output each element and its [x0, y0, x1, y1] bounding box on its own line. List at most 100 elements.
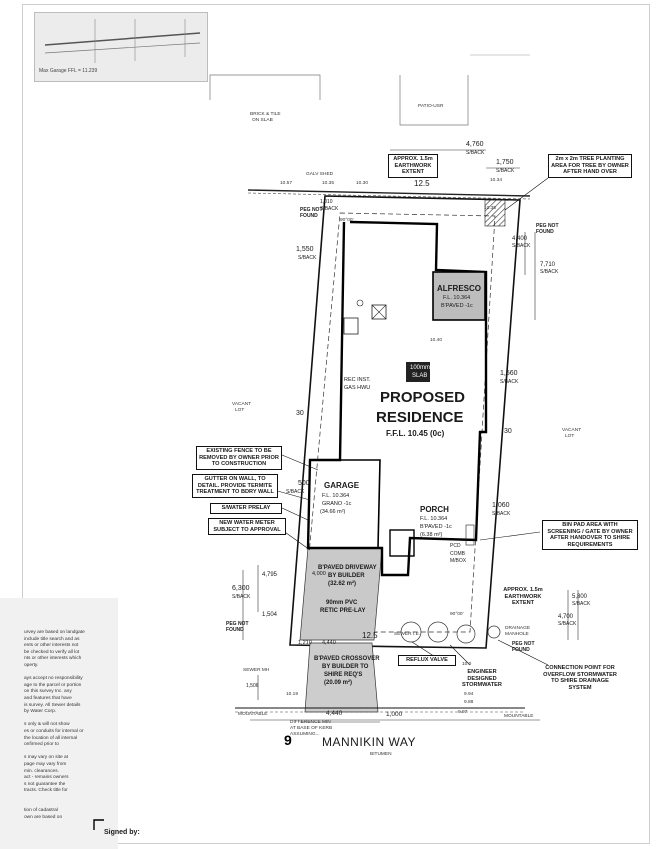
- callout-connection: CONNECTION POINT FOR OVERFLOW STORMWATER…: [543, 665, 617, 691]
- peg-top-right-1: PEG NOT: [536, 223, 559, 229]
- note-line: s only & will not show: [24, 722, 70, 728]
- dim-1000: 1,000: [386, 711, 403, 718]
- left-dim-30: 30: [296, 410, 304, 417]
- pcd-label: PCD: [450, 543, 461, 549]
- dim-4400-sb: S/BACK: [512, 243, 531, 249]
- note-line: s may vary on site at: [24, 755, 68, 761]
- inset-drawing: [44, 19, 201, 63]
- garage-finish: GRANO -1c: [322, 501, 352, 507]
- note-line: be checked to verify all lot: [24, 649, 80, 655]
- note-line: ays accept no responsibility: [24, 676, 83, 682]
- vacant-right-1: VACANT: [562, 428, 582, 433]
- dim-4700-sb: S/BACK: [558, 621, 577, 627]
- dim-4440-top: 4,440: [322, 640, 336, 646]
- peg-top-left-2: FOUND: [300, 213, 318, 219]
- drainage-mh-1: DRAINAGE: [505, 626, 531, 631]
- drainage-manhole-icon: [487, 625, 501, 639]
- alfresco-name: ALFRESCO: [437, 284, 481, 293]
- slab-label-2: SLAB: [412, 373, 428, 379]
- setback-1560-sb: S/BACK: [500, 379, 519, 385]
- peg-bottom-left-1: PEG NOT: [226, 621, 249, 627]
- neighbour-outline-right: [399, 75, 469, 126]
- galv-shed-label: GALV SHED: [306, 172, 334, 177]
- level-10-19: 10.19: [286, 692, 299, 697]
- note-line: tracts. Check title for: [24, 788, 68, 794]
- alfresco-finish: B'PAVED -1c: [441, 303, 473, 309]
- peg-top-right-2: FOUND: [536, 229, 554, 235]
- retic-1: 90mm PVC: [326, 600, 358, 606]
- level-10-34: 10.34: [490, 178, 503, 183]
- scan-frame: [22, 4, 650, 844]
- note-line: own are based on: [24, 814, 63, 820]
- brick-tile-label-1: BRICK & TILE: [250, 112, 281, 117]
- dim-5800-sb: S/BACK: [572, 601, 591, 607]
- porch-fl: F.L. 10.364: [420, 516, 448, 522]
- patio-label: PATIO-USR: [418, 104, 444, 109]
- level-9-88: 9.88: [464, 700, 474, 705]
- inset-detail: Max Garage FFL = 11.239: [34, 12, 208, 82]
- dim-4700: 4,700: [558, 614, 574, 620]
- level-10-35: 10.35: [322, 181, 335, 186]
- level-10-40: 10.40: [430, 338, 443, 343]
- rec-inst-1: REC INST.: [344, 377, 371, 383]
- alfresco-fl: F.L. 10.364: [443, 295, 471, 301]
- level-10-30: 10.30: [356, 181, 369, 186]
- level-10-57: 10.57: [280, 181, 293, 186]
- level-10-35b: 10.35: [484, 206, 497, 211]
- porch-finish: B'PAVED -1c: [420, 524, 452, 530]
- setback-1060-sb: S/BACK: [492, 511, 511, 517]
- mountable-right: MOUNTABLE: [504, 714, 534, 719]
- setback-500-sb: S/BACK: [286, 489, 305, 495]
- peg-bottom-right-2: FOUND: [512, 647, 530, 653]
- setback-line: [301, 212, 496, 633]
- level-9-97: 9.97: [458, 710, 468, 715]
- dim-6300-sb: S/BACK: [232, 594, 251, 600]
- dim-7710: 7,710: [540, 262, 556, 268]
- slab-label-1: 100mm: [410, 365, 431, 371]
- peg-bottom-left-2: FOUND: [226, 627, 244, 633]
- dim-1210: 1,210: [298, 640, 312, 646]
- angle-90: 90°00': [340, 218, 354, 223]
- porch-name: PORCH: [420, 505, 449, 514]
- drainage-mh-2: MANHOLE: [505, 632, 529, 637]
- mountable-left: MOUNTABLE: [238, 712, 268, 717]
- note-line: es or conduits for internal or: [24, 729, 84, 734]
- callout-water-meter: NEW WATER METER SUBJECT TO APPROVAL: [208, 518, 286, 536]
- callout-engineer: ENGINEER DESIGNED STORMWATER: [462, 669, 502, 689]
- dim-4760: 4,760: [466, 141, 484, 148]
- note-line: s not guarantee the: [24, 781, 66, 787]
- note-line: is survey. All Sewer details: [24, 702, 81, 708]
- driveway-3: (32.62 m²): [328, 581, 357, 587]
- driveway: [299, 547, 383, 641]
- crossover-1: B'PAVED CROSSOVER: [314, 656, 380, 662]
- note-line: and features that have: [24, 696, 72, 701]
- dim-5800: 5,800: [572, 594, 588, 600]
- note-line: tion of cadastral: [24, 808, 58, 814]
- brick-tile-label-2: ON SLAB: [252, 118, 273, 123]
- vacant-left-2: LOT: [235, 408, 245, 413]
- garage-fl: F.L. 10.364: [322, 493, 350, 499]
- peg-bottom-right-1: PEG NOT: [512, 641, 535, 647]
- note-line: include title search and as: [24, 636, 80, 642]
- main-ffl: F.F.L. 10.45 (0c): [386, 429, 445, 438]
- dim-1504: 1,504: [262, 612, 278, 618]
- driveway-1: B'PAVED DRIVEWAY: [318, 565, 377, 571]
- note-line: onfirmed prior to: [24, 742, 59, 748]
- signed-by-label: Signed by:: [104, 829, 140, 836]
- callout-earthwork-top: APPROX. 1.5m EARTHWORK EXTENT: [388, 154, 438, 178]
- rec-inst-2: GAS HWU: [344, 385, 371, 391]
- dim-4000: 4,000: [312, 571, 326, 577]
- difference-2: AT BASE OF KERB: [290, 726, 333, 731]
- comb-label-2: M/BOX: [450, 558, 467, 564]
- dim-1750: 1,750: [496, 159, 514, 166]
- note-line: operty.: [24, 663, 39, 668]
- neighbour-outline-left: [209, 74, 321, 100]
- dim-4440: 4,440: [326, 710, 343, 717]
- porch-area: [389, 529, 415, 557]
- lot-boundary: [289, 195, 521, 649]
- note-line: the location of all internal: [24, 735, 78, 741]
- house-outline: [306, 220, 488, 577]
- setback-500: 500: [298, 480, 310, 487]
- rear-boundary: [247, 189, 531, 197]
